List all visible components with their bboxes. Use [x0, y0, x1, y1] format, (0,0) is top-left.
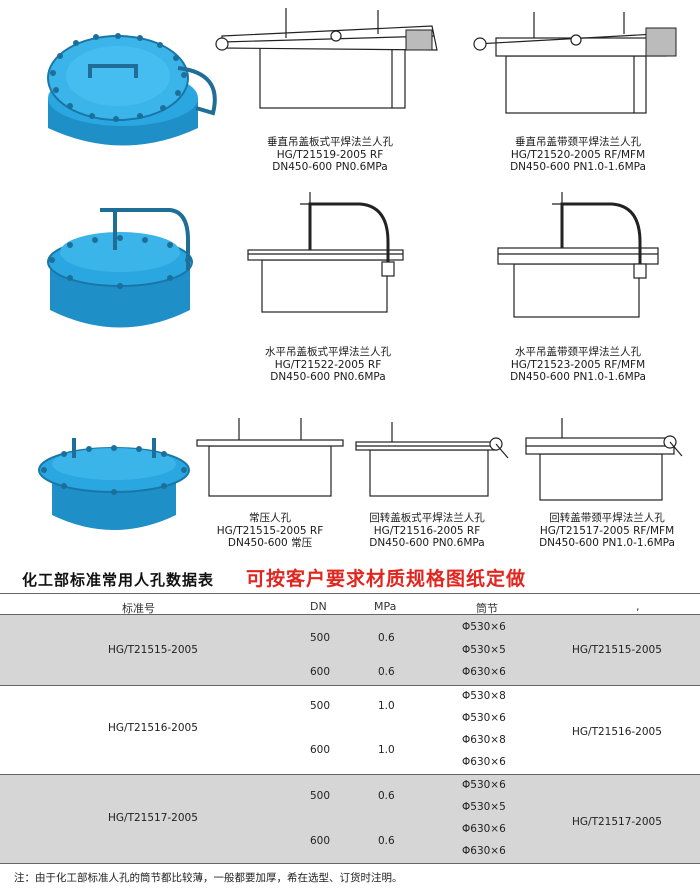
header-extra: ,: [636, 600, 640, 613]
diagram-4-caption: 水平吊盖带颈平焊法兰人孔 HG/T21523-2005 RF/MFM DN450…: [488, 346, 668, 384]
diagram-5-name: 常压人孔: [249, 512, 291, 524]
group-3-tube-2: Φ530×5: [462, 801, 506, 813]
diagram-3-name: 水平吊盖板式平焊法兰人孔: [265, 346, 391, 358]
group-2-dn-2: 600: [310, 744, 331, 756]
diagram-7-standard: HG/T21517-2005 RF/MFM: [539, 524, 675, 537]
table-bottom-rule: [0, 863, 700, 864]
diagram-3-drawing: [247, 192, 404, 313]
diagram-4-spec: DN450-600 PN1.0-1.6MPa: [510, 371, 646, 383]
diagram-4-drawing: [497, 192, 659, 318]
diagram-1-caption: 垂直吊盖板式平焊法兰人孔 HG/T21519-2005 RF DN450-600…: [240, 136, 420, 174]
group-1-tube-3: Φ630×6: [462, 666, 506, 678]
diagram-1-spec: DN450-600 PN0.6MPa: [272, 161, 388, 173]
diagram-2-spec: DN450-600 PN1.0-1.6MPa: [510, 161, 646, 173]
group-3-mpa-2: 0.6: [378, 835, 395, 847]
group-2-standard-right: HG/T21516-2005: [572, 726, 662, 738]
group-3-dn-2: 600: [310, 835, 331, 847]
header-dn: DN: [310, 600, 327, 613]
diagram-7-name: 回转盖带颈平焊法兰人孔: [549, 512, 665, 524]
group-2-tube-2: Φ530×6: [462, 712, 506, 724]
manhole-photo-1: [47, 33, 217, 146]
diagram-7-drawing: [525, 418, 683, 501]
group-2-tube-3: Φ630×8: [462, 734, 506, 746]
group-1-standard: HG/T21515-2005: [108, 644, 198, 656]
group-3-tube-4: Φ630×6: [462, 845, 506, 857]
group-1-dn-1: 500: [310, 632, 331, 644]
group-1-tube-1: Φ530×6: [462, 621, 506, 633]
diagram-2-standard: HG/T21520-2005 RF/MFM: [510, 148, 646, 161]
diagram-3-spec: DN450-600 PN0.6MPa: [270, 371, 386, 383]
diagram-1-standard: HG/T21519-2005 RF: [276, 148, 384, 161]
diagram-6-spec: DN450-600 PN0.6MPa: [369, 537, 485, 549]
diagram-6-standard: HG/T21516-2005 RF: [373, 524, 481, 537]
table-row-group-1: [0, 615, 700, 685]
group-3-mpa-1: 0.6: [378, 790, 395, 802]
table-title: 化工部标准常用人孔数据表: [22, 571, 215, 589]
diagram-6-caption: 回转盖板式平焊法兰人孔 HG/T21516-2005 RF DN450-600 …: [352, 512, 502, 550]
group-2-mpa-1: 1.0: [378, 700, 395, 712]
header-tube: 筒节: [476, 602, 498, 615]
group-3-tube-1: Φ530×6: [462, 779, 506, 791]
group-2-tube-4: Φ630×6: [462, 756, 506, 768]
diagram-7-spec: DN450-600 PN1.0-1.6MPa: [539, 537, 675, 549]
header-standard: 标准号: [122, 602, 155, 615]
group-2-standard: HG/T21516-2005: [108, 722, 198, 734]
diagram-4-name: 水平吊盖带颈平焊法兰人孔: [515, 346, 641, 358]
group-2-tube-1: Φ530×8: [462, 690, 506, 702]
table-rule-1: [0, 685, 700, 686]
diagram-4-standard: HG/T21523-2005 RF/MFM: [510, 358, 646, 371]
group-1-mpa-1: 0.6: [378, 632, 395, 644]
diagram-3-caption: 水平吊盖板式平焊法兰人孔 HG/T21522-2005 RF DN450-600…: [238, 346, 418, 384]
group-3-dn-1: 500: [310, 790, 331, 802]
diagram-1-name: 垂直吊盖板式平焊法兰人孔: [267, 136, 393, 148]
diagram-6-name: 回转盖板式平焊法兰人孔: [369, 512, 485, 524]
group-2-dn-1: 500: [310, 700, 331, 712]
table-top-rule: [0, 593, 700, 594]
diagram-2-name: 垂直吊盖带颈平焊法兰人孔: [515, 136, 641, 148]
group-3-standard-right: HG/T21517-2005: [572, 816, 662, 828]
manhole-photo-3: [38, 438, 190, 530]
table-header-rule: [0, 614, 700, 615]
group-2-mpa-2: 1.0: [378, 744, 395, 756]
diagram-6-drawing: [355, 422, 509, 497]
table-rule-2: [0, 774, 700, 775]
manhole-photo-2: [47, 208, 193, 328]
diagram-2-caption: 垂直吊盖带颈平焊法兰人孔 HG/T21520-2005 RF/MFM DN450…: [488, 136, 668, 174]
group-1-tube-2: Φ530×5: [462, 644, 506, 656]
diagram-7-caption: 回转盖带颈平焊法兰人孔 HG/T21517-2005 RF/MFM DN450-…: [522, 512, 692, 550]
group-3-tube-3: Φ630×6: [462, 823, 506, 835]
table-row-group-3: [0, 775, 700, 863]
diagram-5-drawing: [196, 418, 344, 497]
diagram-5-standard: HG/T21515-2005 RF: [216, 524, 324, 537]
diagram-2-drawing: [473, 12, 677, 114]
group-1-mpa-2: 0.6: [378, 666, 395, 678]
diagram-1-drawing: [215, 8, 438, 109]
header-mpa: MPa: [374, 600, 397, 613]
diagram-5-spec: DN450-600 常压: [227, 537, 313, 549]
diagram-5-caption: 常压人孔 HG/T21515-2005 RF DN450-600 常压: [195, 512, 345, 550]
table-note: 注：由于化工部标准人孔的筒节都比较薄，一般都要加厚，希在选型、订货时注明。: [14, 872, 403, 884]
group-3-standard: HG/T21517-2005: [108, 812, 198, 824]
group-1-standard-right: HG/T21515-2005: [572, 644, 662, 656]
promo-banner: 可按客户要求材质规格图纸定做: [246, 568, 527, 590]
diagram-3-standard: HG/T21522-2005 RF: [274, 358, 382, 371]
group-1-dn-2: 600: [310, 666, 331, 678]
